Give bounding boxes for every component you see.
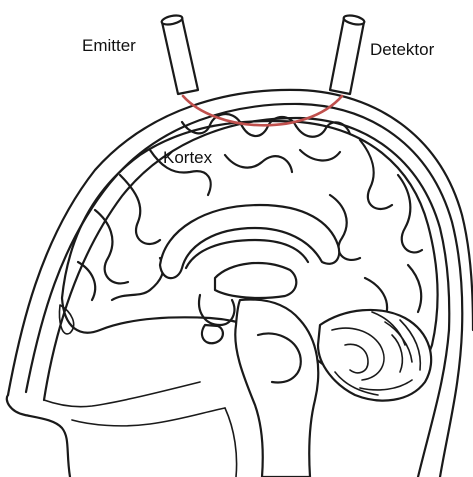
spine-front [225,408,237,477]
emitter-label: Emitter [82,37,136,54]
face-profile [7,395,70,477]
emitter-optode [161,14,198,94]
neck-inner [440,330,462,477]
cerebellum [318,310,431,401]
detector-optode [330,14,365,94]
brainstem [235,300,318,477]
hypothalamus [199,295,234,325]
face-inner-line [44,382,200,407]
pituitary [202,325,223,343]
cortex-label: Kortex [163,149,212,166]
nasal-cavity [72,408,225,426]
thalamus [215,263,296,298]
detector-label: Detektor [370,41,434,58]
